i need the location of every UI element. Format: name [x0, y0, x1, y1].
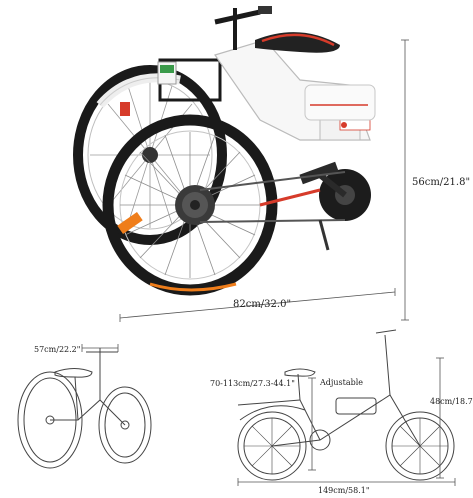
handlebar-height-label: 48cm/18.7" — [430, 397, 473, 406]
front-wheel — [102, 114, 278, 296]
dimension-lines-photo — [119, 39, 409, 322]
unfolded-bike-sketch — [237, 329, 456, 486]
unfolded-length-label: 149cm/58.1" — [318, 486, 370, 495]
folded-bike-sketch — [17, 344, 152, 469]
photo-length-label: 82cm/32.0" — [233, 299, 292, 310]
photo-height-label: 56cm/21.8" — [412, 177, 471, 188]
adjustable-label: Adjustable — [320, 378, 364, 387]
folded-width-label: 57cm/22.2" — [34, 345, 81, 354]
seat-height-range-label: 70-113cm/27.3-44.1" — [210, 379, 295, 388]
